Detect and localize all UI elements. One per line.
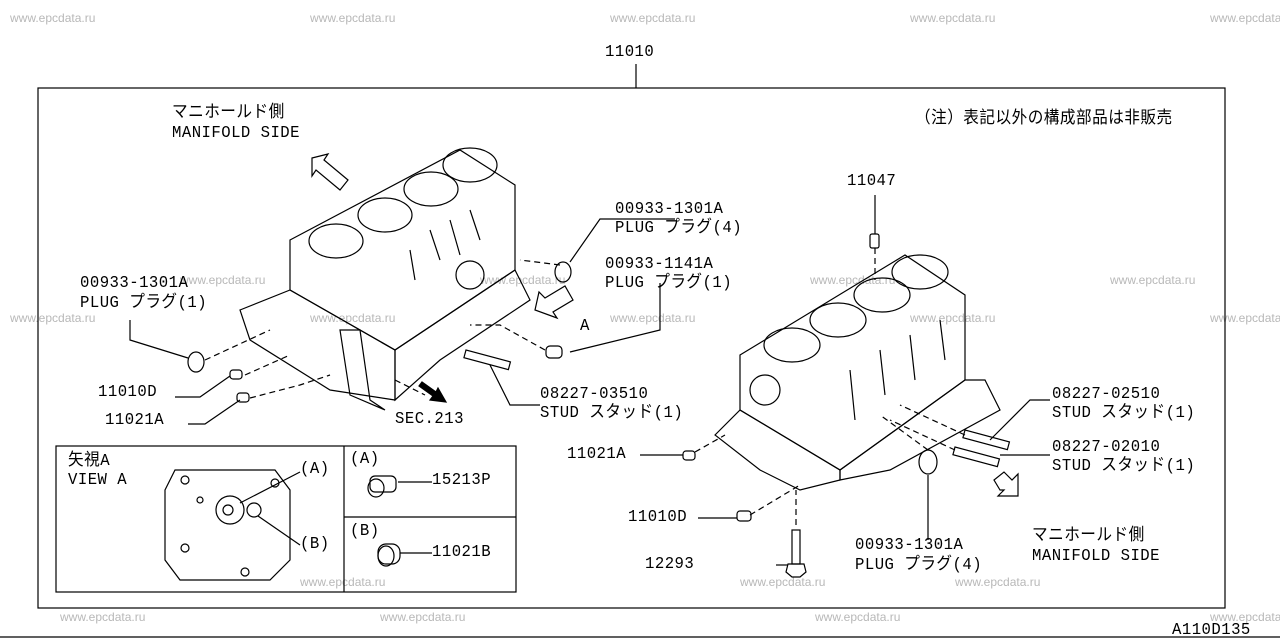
part-number[interactable]: 11021A	[567, 445, 627, 464]
watermark: www.epcdata.ru	[1210, 311, 1280, 325]
right-leaders	[640, 195, 1050, 566]
dowel-icon	[682, 450, 696, 461]
manifold-side-jp: マニホールド側	[172, 104, 285, 123]
part-number[interactable]: 08227-02510	[1052, 385, 1161, 404]
part-description: PLUG プラグ(1)	[605, 274, 733, 293]
detail-marker: (A)	[350, 450, 380, 469]
sec-arrow-icon	[418, 381, 448, 403]
watermark: www.epcdata.ru	[810, 273, 896, 287]
part-number[interactable]: 00933-1301A	[855, 536, 964, 555]
watermark: www.epcdata.ru	[380, 610, 466, 624]
left-cylinder-block	[239, 147, 531, 411]
part-number[interactable]: 00933-1301A	[615, 200, 724, 219]
manifold-arrow-icon	[993, 471, 1019, 497]
part-number[interactable]: 11021A	[105, 411, 165, 430]
view-arrow-label: A	[580, 317, 590, 336]
part-number[interactable]: 11021B	[432, 543, 492, 562]
watermark: www.epcdata.ru	[10, 311, 96, 325]
watermark: www.epcdata.ru	[910, 11, 996, 25]
watermark: www.epcdata.ru	[610, 311, 696, 325]
stud-icon	[463, 349, 512, 371]
right-cylinder-block	[714, 254, 1001, 491]
watermark: www.epcdata.ru	[60, 610, 146, 624]
watermark: www.epcdata.ru	[910, 311, 996, 325]
sec-reference[interactable]: SEC.213	[395, 410, 464, 429]
part-number[interactable]: 11010D	[98, 383, 158, 402]
part-number[interactable]: 08227-03510	[540, 385, 649, 404]
view-marker-a: (A)	[300, 460, 330, 479]
part-description: STUD スタッド(1)	[1052, 404, 1196, 423]
view-a-title-jp: 矢視A	[68, 452, 111, 471]
stud-icon	[952, 446, 1001, 468]
bolt-icon	[785, 563, 807, 578]
manifold-side-jp: マニホールド側	[1032, 527, 1145, 546]
watermark: www.epcdata.ru	[815, 610, 901, 624]
watermark: www.epcdata.ru	[310, 11, 396, 25]
dowel-icon	[736, 510, 752, 522]
watermark: www.epcdata.ru	[180, 273, 266, 287]
watermark: www.epcdata.ru	[1210, 610, 1280, 624]
manifold-side-en: MANIFOLD SIDE	[172, 124, 300, 143]
view-marker-b: (B)	[300, 535, 330, 554]
watermark: www.epcdata.ru	[1110, 273, 1196, 287]
part-description: PLUG プラグ(1)	[80, 294, 208, 313]
assembly-frame	[37, 87, 1226, 609]
stud-icon	[962, 429, 1011, 451]
watermark: www.epcdata.ru	[310, 311, 396, 325]
part-number[interactable]: 11047	[847, 172, 897, 191]
part-number[interactable]: 08227-02010	[1052, 438, 1161, 457]
part-number[interactable]: 11010D	[628, 508, 688, 527]
view-a-inset	[55, 445, 517, 593]
plug-icon	[554, 261, 572, 283]
view-a-title-en: VIEW A	[68, 471, 128, 490]
plug-11021b-icon	[377, 543, 432, 567]
watermark: www.epcdata.ru	[1210, 11, 1280, 25]
note-not-sold-separately: （注）表記以外の構成部品は非販売	[915, 110, 1173, 129]
watermark: www.epcdata.ru	[300, 575, 386, 589]
part-description: PLUG プラグ(4)	[615, 219, 743, 238]
part-number[interactable]: 00933-1301A	[80, 274, 189, 293]
detail-marker: (B)	[350, 522, 380, 541]
view-a-arrow-icon	[534, 285, 574, 320]
part-number[interactable]: 12293	[645, 555, 695, 574]
dowel-icon	[236, 392, 250, 403]
left-leaders	[129, 218, 675, 425]
plug-icon	[545, 345, 563, 359]
left-parts	[187, 261, 572, 403]
plug-icon	[918, 449, 938, 475]
watermark: www.epcdata.ru	[955, 575, 1041, 589]
plug-15213p-icon	[367, 475, 432, 498]
part-description: STUD スタッド(1)	[540, 404, 684, 423]
bolt-icon	[791, 529, 801, 565]
diagram-code: A110D135	[1172, 621, 1251, 640]
part-description: PLUG プラグ(4)	[855, 556, 983, 575]
manifold-arrow-icon	[311, 153, 349, 191]
part-number[interactable]: 15213P	[432, 471, 492, 490]
part-description: STUD スタッド(1)	[1052, 457, 1196, 476]
part-number[interactable]: 00933-1141A	[605, 255, 714, 274]
dowel-icon	[869, 233, 880, 249]
gasket-outline	[164, 469, 291, 581]
manifold-side-en: MANIFOLD SIDE	[1032, 547, 1160, 566]
assembly-number[interactable]: 11010	[605, 43, 655, 62]
watermark: www.epcdata.ru	[480, 273, 566, 287]
watermark: www.epcdata.ru	[610, 11, 696, 25]
watermark: www.epcdata.ru	[740, 575, 826, 589]
watermark: www.epcdata.ru	[10, 11, 96, 25]
dowel-icon	[229, 369, 243, 380]
plug-icon	[187, 351, 205, 373]
